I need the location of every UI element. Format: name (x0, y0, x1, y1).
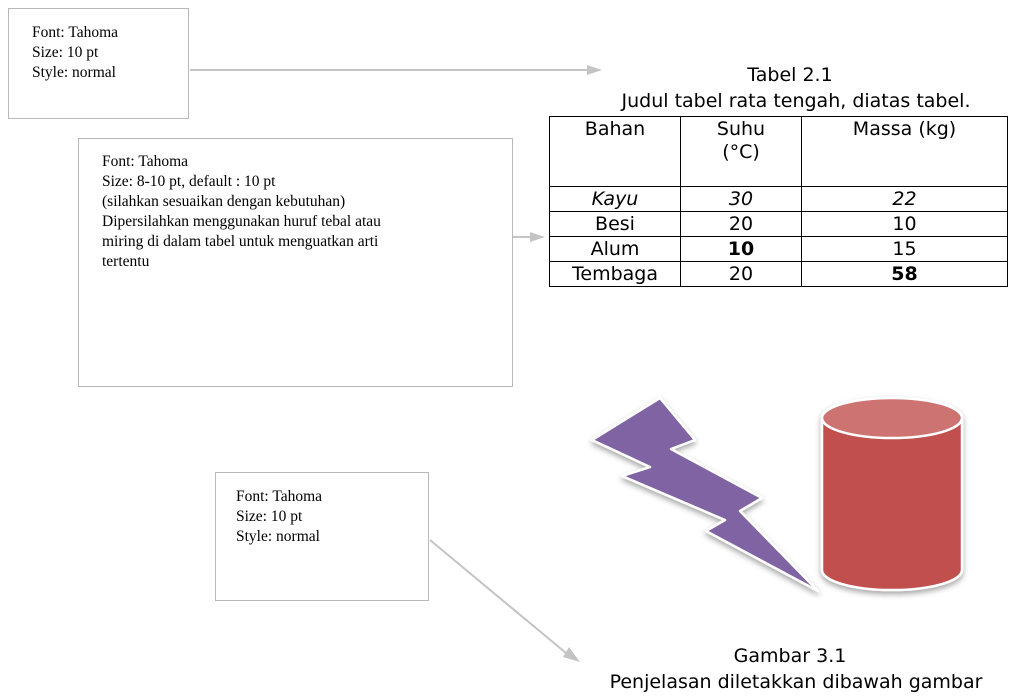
table-row: Alum 10 15 (549, 236, 1008, 262)
arrow-top-connector (190, 65, 602, 75)
style-note-figure: Font: Tahoma Size: 10 pt Style: normal (215, 472, 429, 601)
note-line: Style: normal (32, 64, 116, 81)
table-subtitle: Judul tabel rata tengah, diatas tabel. (621, 90, 971, 112)
note-line: miring di dalam tabel untuk menguatkan a… (102, 233, 379, 250)
cell: Tembaga (549, 261, 681, 287)
note-line: tertentu (102, 253, 150, 270)
note-line: Dipersilahkan menggunakan huruf tebal at… (102, 213, 381, 230)
figure-subtitle: Penjelasan diletakkan dibawah gambar (609, 671, 983, 693)
note-line: Size: 10 pt (32, 44, 99, 61)
note-line: (silahkan sesuaikan dengan kebutuhan) (102, 193, 346, 210)
data-table: Bahan Suhu (°C) Massa (kg) Kayu 30 22 Be… (549, 116, 1008, 287)
table-row: Besi 20 10 (549, 211, 1008, 237)
header-massa: Massa (kg) (801, 116, 1008, 187)
cell: 58 (801, 261, 1008, 287)
note-line: Font: Tahoma (236, 488, 323, 505)
cell: Kayu (549, 186, 681, 212)
cylinder-icon (820, 396, 964, 592)
style-note-table: Font: Tahoma Size: 8-10 pt, default : 10… (78, 138, 513, 387)
note-line: Size: 8-10 pt, default : 10 pt (102, 173, 276, 190)
note-line: Font: Tahoma (102, 153, 189, 170)
cell: 15 (801, 236, 1008, 262)
cell: 22 (801, 186, 1008, 212)
note-line: Font: Tahoma (32, 24, 119, 41)
header-suhu-text: Suhu (°C) (716, 118, 766, 163)
arrow-table-connector (513, 232, 545, 242)
table-title: Tabel 2.1 (747, 64, 833, 86)
header-suhu: Suhu (°C) (680, 116, 802, 187)
cell: Alum (549, 236, 681, 262)
cell: 30 (680, 186, 802, 212)
header-bahan: Bahan (549, 116, 681, 187)
lightning-bolt-icon (590, 396, 820, 593)
table-row: Tembaga 20 58 (549, 261, 1008, 287)
table-row: Kayu 30 22 (549, 186, 1008, 212)
cell: 20 (680, 211, 802, 237)
arrow-figure-connector (429, 539, 580, 662)
cell: 20 (680, 261, 802, 287)
figure-title: Gambar 3.1 (733, 645, 847, 667)
style-note-top: Font: Tahoma Size: 10 pt Style: normal (8, 8, 189, 119)
note-line: Size: 10 pt (236, 508, 303, 525)
note-line: Style: normal (236, 528, 320, 545)
table-header-row: Bahan Suhu (°C) Massa (kg) (549, 116, 1008, 187)
cell: 10 (680, 236, 802, 262)
